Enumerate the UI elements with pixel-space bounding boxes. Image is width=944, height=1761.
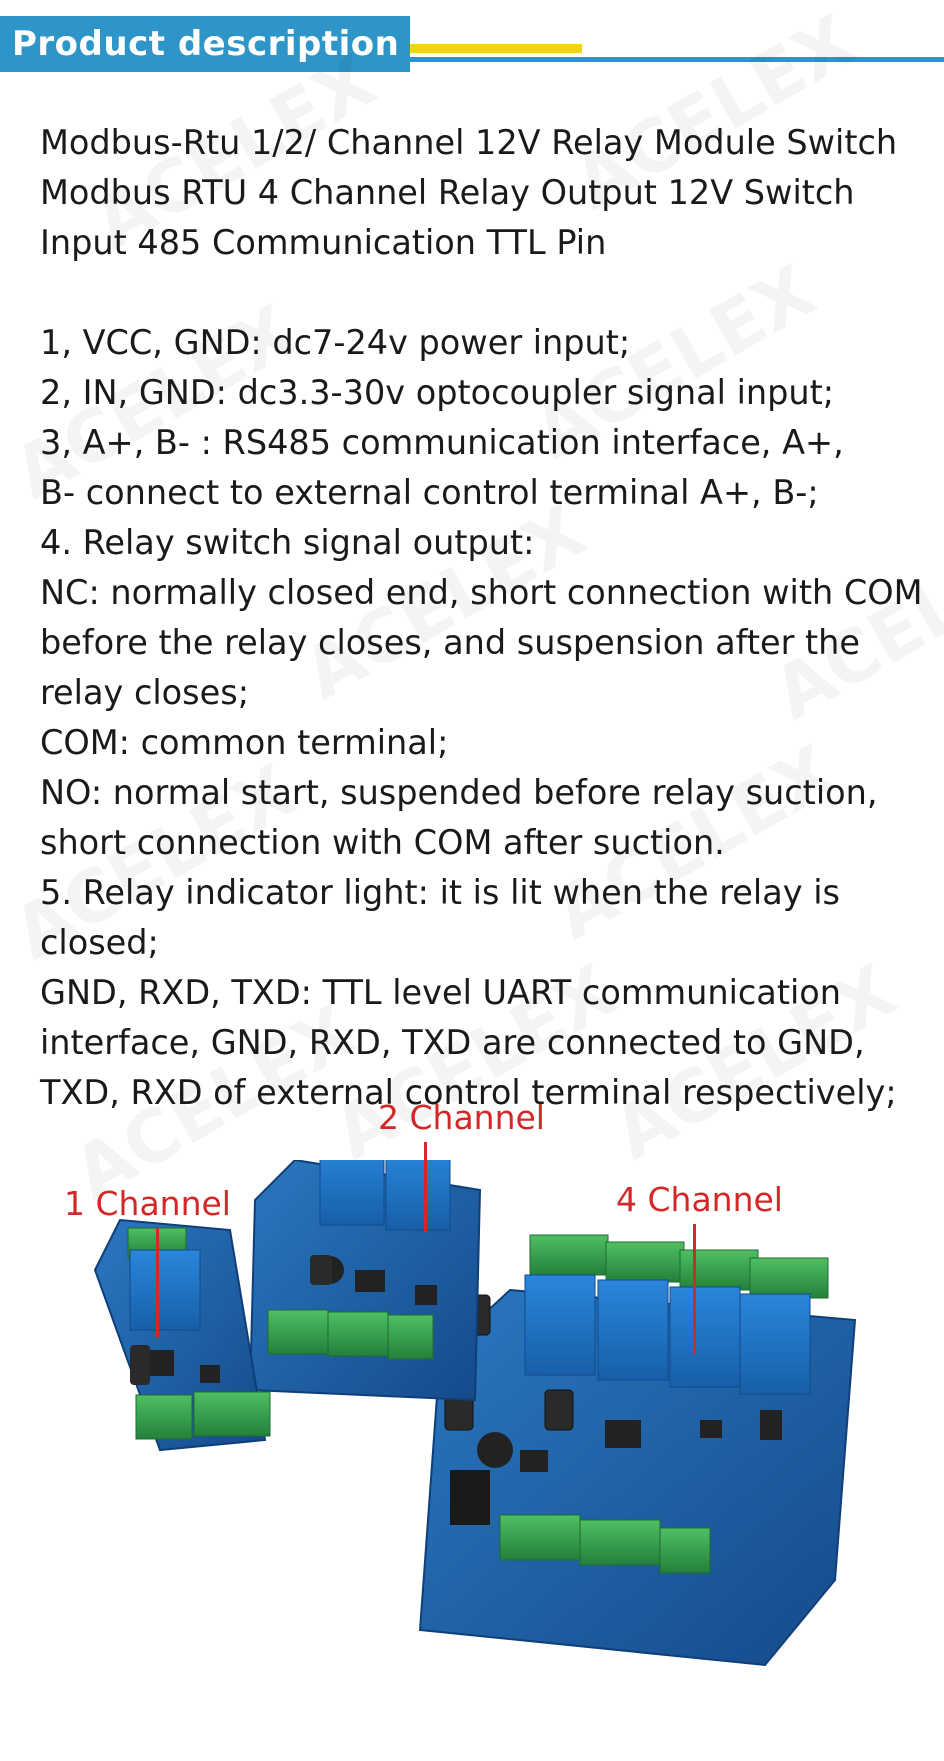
description-text: Modbus-Rtu 1/2/ Channel 12V Relay Module… [40, 118, 923, 1118]
spec-line: before the relay closes, and suspension … [40, 623, 861, 662]
four-channel-board [418, 1234, 857, 1667]
label-4-channel: 4 Channel [616, 1180, 783, 1219]
spec-line: COM: common terminal; [40, 723, 449, 762]
spec-line: GND, RXD, TXD: TTL level UART communicat… [40, 973, 841, 1012]
spec-line: 1, VCC, GND: dc7-24v power input; [40, 323, 631, 362]
spec-line: 3, A+, B- : RS485 communication interfac… [40, 423, 844, 462]
two-channel-board [248, 1114, 482, 1402]
pointer-2-channel [424, 1142, 427, 1232]
spec-line: 5. Relay indicator light: it is lit when… [40, 873, 840, 912]
title-line: Modbus-Rtu 1/2/ Channel 12V Relay Module… [40, 123, 898, 162]
spec-line: TXD, RXD of external control terminal re… [40, 1073, 897, 1112]
spec-line: closed; [40, 923, 159, 962]
spec-line: NC: normally closed end, short connectio… [40, 573, 923, 612]
header-accent-yellow [410, 44, 582, 53]
spec-line: B- connect to external control terminal … [40, 473, 819, 512]
title-line: Modbus RTU 4 Channel Relay Output 12V Sw… [40, 173, 855, 212]
spec-line: relay closes; [40, 673, 249, 712]
relay-boards-illustration [93, 1114, 857, 1667]
one-channel-board [93, 1218, 271, 1452]
pointer-4-channel [693, 1224, 696, 1354]
spec-line: interface, GND, RXD, TXD are connected t… [40, 1023, 865, 1062]
pointer-1-channel [156, 1228, 159, 1338]
spec-line: 4. Relay switch signal output: [40, 523, 535, 562]
label-2-channel: 2 Channel [378, 1098, 545, 1137]
product-photo: 1 Channel 2 Channel 4 Channel [0, 1098, 944, 1757]
header-accent-blue [410, 57, 944, 62]
spec-line: NO: normal start, suspended before relay… [40, 773, 878, 812]
section-title: Product description [0, 16, 410, 72]
title-line: Input 485 Communication TTL Pin [40, 223, 607, 262]
spec-line: 2, IN, GND: dc3.3-30v optocoupler signal… [40, 373, 835, 412]
spec-line: short connection with COM after suction. [40, 823, 725, 862]
label-1-channel: 1 Channel [64, 1184, 231, 1223]
